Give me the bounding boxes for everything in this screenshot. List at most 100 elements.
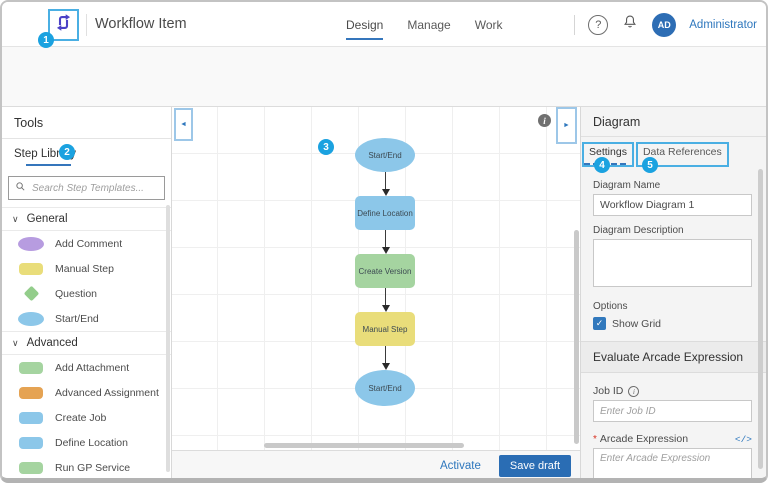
collapse-right-panel-button[interactable]: ►	[556, 107, 577, 144]
step-template-label: Question	[55, 287, 98, 300]
rect-shape-icon	[19, 361, 43, 374]
tools-sidebar: Tools Step Library ∨ General Add Comment…	[2, 107, 172, 478]
step-template-start-end[interactable]: Start/End	[2, 306, 171, 331]
annotation-badge-2: 2	[59, 144, 75, 160]
annotation-badge-1: 1	[38, 32, 54, 48]
job-id-info-icon[interactable]: i	[628, 385, 640, 397]
node-start-end-top[interactable]: Start/End	[355, 138, 415, 172]
notifications-bell-icon[interactable]	[621, 13, 639, 36]
step-template-label: Create Job	[55, 411, 107, 424]
page-title: Workflow Item	[95, 16, 187, 32]
arcade-expression-label: Arcade Expression	[599, 433, 689, 445]
options-label: Options	[593, 301, 628, 312]
search-input[interactable]	[32, 182, 164, 194]
node-start-end-bottom[interactable]: Start/End	[355, 370, 415, 406]
canvas-horizontal-scrollbar[interactable]	[264, 443, 464, 448]
step-template-define-location[interactable]: Define Location	[2, 430, 171, 455]
job-id-label: Job ID	[593, 385, 624, 397]
header-right-cluster: ? AD Administrator	[574, 2, 757, 47]
diagram-description-input[interactable]	[593, 239, 752, 287]
ellipse-shape-icon	[18, 311, 44, 326]
step-template-label: Define Location	[55, 436, 128, 449]
nav-tab-design[interactable]: Design	[346, 2, 384, 47]
step-template-add-comment[interactable]: Add Comment	[2, 231, 171, 256]
connector-arrow[interactable]	[380, 230, 390, 254]
arcade-expression-input[interactable]	[593, 448, 752, 478]
rect-shape-icon	[19, 386, 43, 399]
node-manual-step[interactable]: Manual Step	[355, 312, 415, 346]
step-search	[8, 176, 165, 200]
search-icon	[15, 179, 26, 197]
annotation-badge-5: 5	[642, 157, 658, 173]
step-template-question[interactable]: Question	[2, 281, 171, 306]
app-header: Workflow Item Design Manage Work ? AD Ad…	[2, 2, 766, 47]
diagram-toolbar: ← Back Active - Workflow Diagram 1 ↶ ↷ ↔…	[2, 47, 766, 137]
annotation-badge-4: 4	[594, 157, 610, 173]
help-icon[interactable]: ?	[588, 14, 609, 35]
connector-arrow[interactable]	[380, 288, 390, 312]
node-create-version[interactable]: Create Version	[355, 254, 415, 288]
user-name[interactable]: Administrator	[689, 18, 757, 31]
canvas-info-icon[interactable]: i	[538, 114, 551, 127]
diagram-canvas[interactable]: ◄ ► i Start/End Define Location Create V…	[172, 107, 580, 450]
connector-arrow[interactable]	[380, 172, 390, 196]
diagram-name-input[interactable]	[593, 194, 752, 216]
ellipse-shape-icon	[18, 236, 44, 251]
section-label: General	[26, 213, 68, 225]
section-header-advanced[interactable]: ∨ Advanced	[2, 331, 171, 355]
arcade-section-header: Evaluate Arcade Expression	[581, 341, 766, 373]
collapse-left-panel-button[interactable]: ◄	[174, 108, 193, 141]
chevron-down-icon: ∨	[12, 213, 19, 224]
show-grid-label: Show Grid	[612, 317, 662, 330]
connector-arrow[interactable]	[380, 346, 390, 370]
user-avatar[interactable]: AD	[652, 12, 677, 37]
step-template-manual-step[interactable]: Manual Step	[2, 256, 171, 281]
save-draft-button[interactable]: Save draft	[498, 454, 571, 477]
sidebar-title: Tools	[2, 107, 171, 139]
code-editor-icon[interactable]: </>	[734, 433, 752, 445]
rect-shape-icon	[19, 411, 43, 424]
step-template-add-attachment[interactable]: Add Attachment	[2, 355, 171, 380]
active-tab-underline	[26, 164, 71, 166]
show-grid-checkbox[interactable]: ✓	[593, 317, 606, 330]
step-template-label: Run GP Service	[55, 461, 131, 474]
node-define-location[interactable]: Define Location	[355, 196, 415, 230]
tab-step-library[interactable]: Step Library	[2, 139, 171, 168]
canvas-footer: Activate Save draft	[172, 450, 580, 478]
canvas-vertical-scrollbar[interactable]	[574, 230, 579, 444]
nav-tab-work[interactable]: Work	[474, 17, 503, 32]
section-header-general[interactable]: ∨ General	[2, 207, 171, 231]
step-template-label: Manual Step	[55, 262, 114, 275]
step-template-label: Add Attachment	[55, 361, 130, 374]
diagram-panel: Diagram Settings Data References Diagram…	[580, 107, 766, 478]
annotation-badge-3: 3	[318, 139, 334, 155]
panel-scrollbar[interactable]	[758, 169, 763, 469]
nav-tab-manage[interactable]: Manage	[407, 17, 451, 32]
diamond-shape-icon	[23, 285, 39, 302]
workflow-logo-icon	[53, 12, 74, 38]
required-asterisk: *	[593, 433, 597, 445]
sidebar-scrollbar[interactable]	[166, 205, 170, 472]
step-template-label: Start/End	[55, 312, 99, 325]
job-id-input[interactable]	[593, 400, 752, 422]
step-template-create-job[interactable]: Create Job	[2, 405, 171, 430]
chevron-down-icon: ∨	[12, 337, 19, 348]
rect-shape-icon	[19, 262, 43, 275]
activate-button[interactable]: Activate	[439, 459, 481, 472]
step-template-run-gp-service[interactable]: Run GP Service	[2, 455, 171, 478]
section-label: Advanced	[26, 337, 78, 349]
step-template-label: Add Comment	[55, 237, 123, 250]
step-template-label: Advanced Assignment	[55, 386, 159, 399]
header-divider	[86, 14, 87, 36]
tab-data-references[interactable]: Data References	[635, 142, 729, 167]
workflow-diagram: Start/End Define Location Create Version…	[355, 138, 415, 406]
header-right-divider	[574, 14, 576, 35]
main-nav: Design Manage Work	[346, 2, 503, 47]
panel-title: Diagram	[581, 107, 766, 137]
diagram-name-label: Diagram Name	[593, 180, 661, 191]
settings-form: Diagram Name Diagram Description Options…	[581, 167, 766, 330]
diagram-description-label: Diagram Description	[593, 225, 684, 236]
rect-shape-icon	[19, 436, 43, 449]
step-template-advanced-assignment[interactable]: Advanced Assignment	[2, 380, 171, 405]
